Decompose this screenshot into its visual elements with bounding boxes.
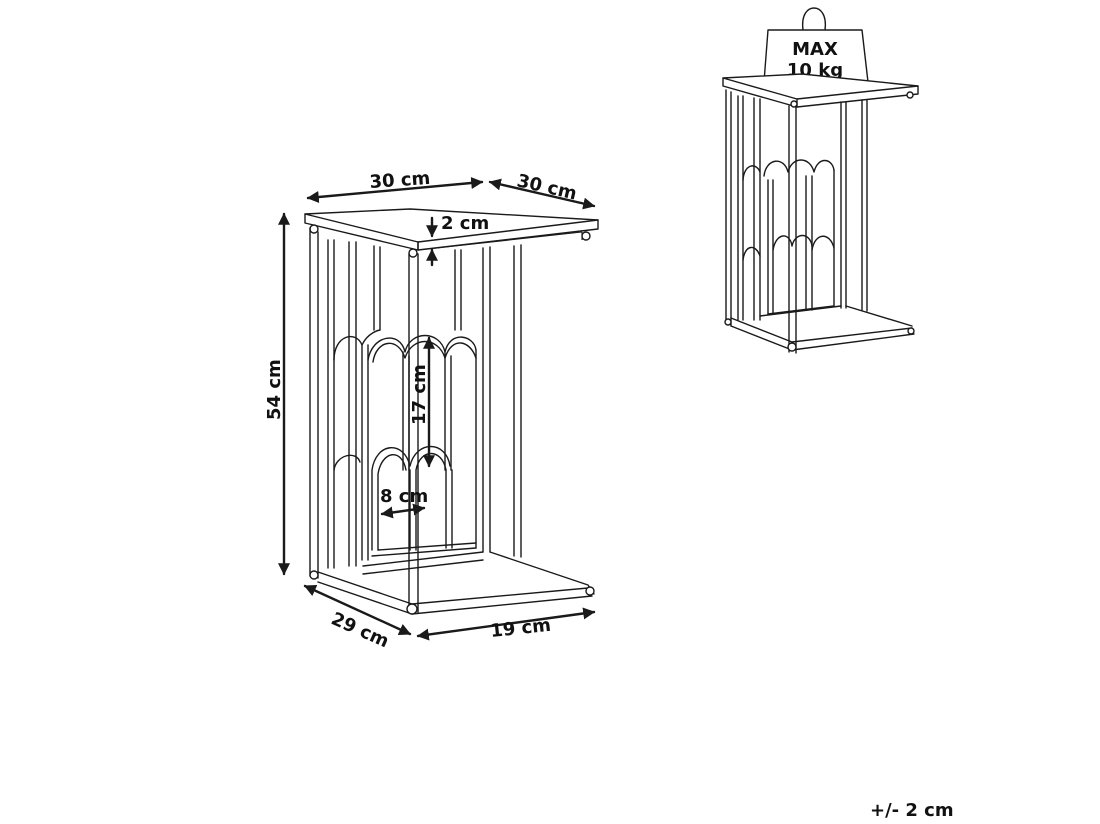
main-table-drawing: 30 cm 30 cm 2 cm 54 cm 17 cm 8 cm 29 cm … — [264, 168, 599, 652]
arch-panel — [327, 239, 477, 569]
dimension-arrows — [278, 177, 596, 641]
load-table-drawing: MAX 10 kg — [722, 7, 919, 354]
label-top-thickness: 2 cm — [441, 213, 489, 234]
base-frame — [309, 551, 595, 615]
label-top-width: 30 cm — [369, 168, 431, 193]
label-arch-height: 17 cm — [409, 364, 430, 425]
tabletop — [304, 208, 599, 258]
label-base-width: 19 cm — [489, 615, 552, 642]
tolerance-note: +/- 2 cm — [870, 800, 954, 821]
label-top-depth: 30 cm — [515, 170, 579, 204]
weight-line1: MAX — [792, 39, 838, 60]
label-base-depth: 29 cm — [328, 608, 392, 652]
label-height: 54 cm — [264, 359, 285, 420]
frame-uprights — [309, 227, 522, 614]
label-arch-width: 8 cm — [380, 486, 428, 507]
weight-icon: MAX 10 kg — [763, 7, 869, 88]
